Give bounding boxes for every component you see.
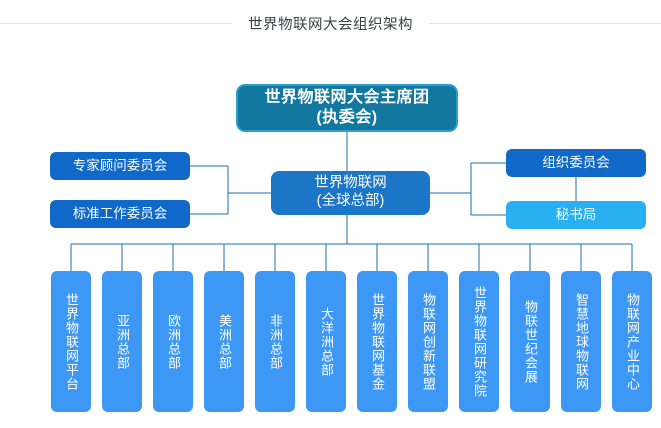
node-division-7[interactable]: 世界物联网基金 bbox=[357, 271, 397, 412]
node-expert-advisory-committee[interactable]: 专家顾问委员会 bbox=[50, 152, 190, 180]
node-global-headquarters[interactable]: 世界物联网 (全球总部) bbox=[271, 171, 430, 215]
node-standards-working-committee[interactable]: 标准工作委员会 bbox=[50, 200, 190, 228]
node-division-3-label: 欧洲总部 bbox=[166, 313, 182, 370]
node-division-7-label: 世界物联网基金 bbox=[370, 292, 386, 391]
node-division-12-label: 物联网产业中心 bbox=[625, 292, 641, 391]
node-center-line1: 世界物联网 bbox=[314, 175, 387, 192]
node-division-10-label: 物联世纪会展 bbox=[523, 299, 539, 384]
node-division-6[interactable]: 大洋洲总部 bbox=[306, 271, 346, 412]
node-division-8-label: 物联网创新联盟 bbox=[421, 292, 437, 391]
page-header: 世界物联网大会组织架构 bbox=[0, 0, 661, 46]
node-division-4[interactable]: 美洲总部 bbox=[204, 271, 244, 412]
node-division-12[interactable]: 物联网产业中心 bbox=[612, 271, 652, 412]
node-division-4-label: 美洲总部 bbox=[217, 313, 233, 370]
node-chairman[interactable]: 世界物联网大会主席团 (执委会) bbox=[236, 84, 458, 132]
node-division-5-label: 非洲总部 bbox=[268, 313, 284, 370]
node-organizing-committee[interactable]: 组织委员会 bbox=[506, 149, 646, 177]
node-division-11[interactable]: 智慧地球物联网 bbox=[561, 271, 601, 412]
node-division-1[interactable]: 世界物联网平台 bbox=[51, 271, 91, 412]
node-division-1-label: 世界物联网平台 bbox=[64, 292, 80, 391]
header-rule-left bbox=[0, 22, 232, 24]
node-secretariat[interactable]: 秘书局 bbox=[506, 201, 646, 229]
page-title: 世界物联网大会组织架构 bbox=[248, 16, 413, 33]
header-rule-right bbox=[429, 22, 661, 24]
node-division-9[interactable]: 世界物联网研究院 bbox=[459, 271, 499, 412]
node-division-3[interactable]: 欧洲总部 bbox=[153, 271, 193, 412]
node-division-2-label: 亚洲总部 bbox=[115, 313, 131, 370]
node-division-11-label: 智慧地球物联网 bbox=[574, 292, 590, 391]
node-division-9-label: 世界物联网研究院 bbox=[472, 285, 488, 398]
node-center-line2: (全球总部) bbox=[316, 193, 385, 209]
node-division-5[interactable]: 非洲总部 bbox=[255, 271, 295, 412]
node-division-10[interactable]: 物联世纪会展 bbox=[510, 271, 550, 412]
node-chairman-line1: 世界物联网大会主席团 bbox=[264, 89, 430, 107]
node-division-6-label: 大洋洲总部 bbox=[319, 306, 335, 377]
node-division-8[interactable]: 物联网创新联盟 bbox=[408, 271, 448, 412]
node-chairman-line2: (执委会) bbox=[316, 109, 378, 126]
node-division-2[interactable]: 亚洲总部 bbox=[102, 271, 142, 412]
